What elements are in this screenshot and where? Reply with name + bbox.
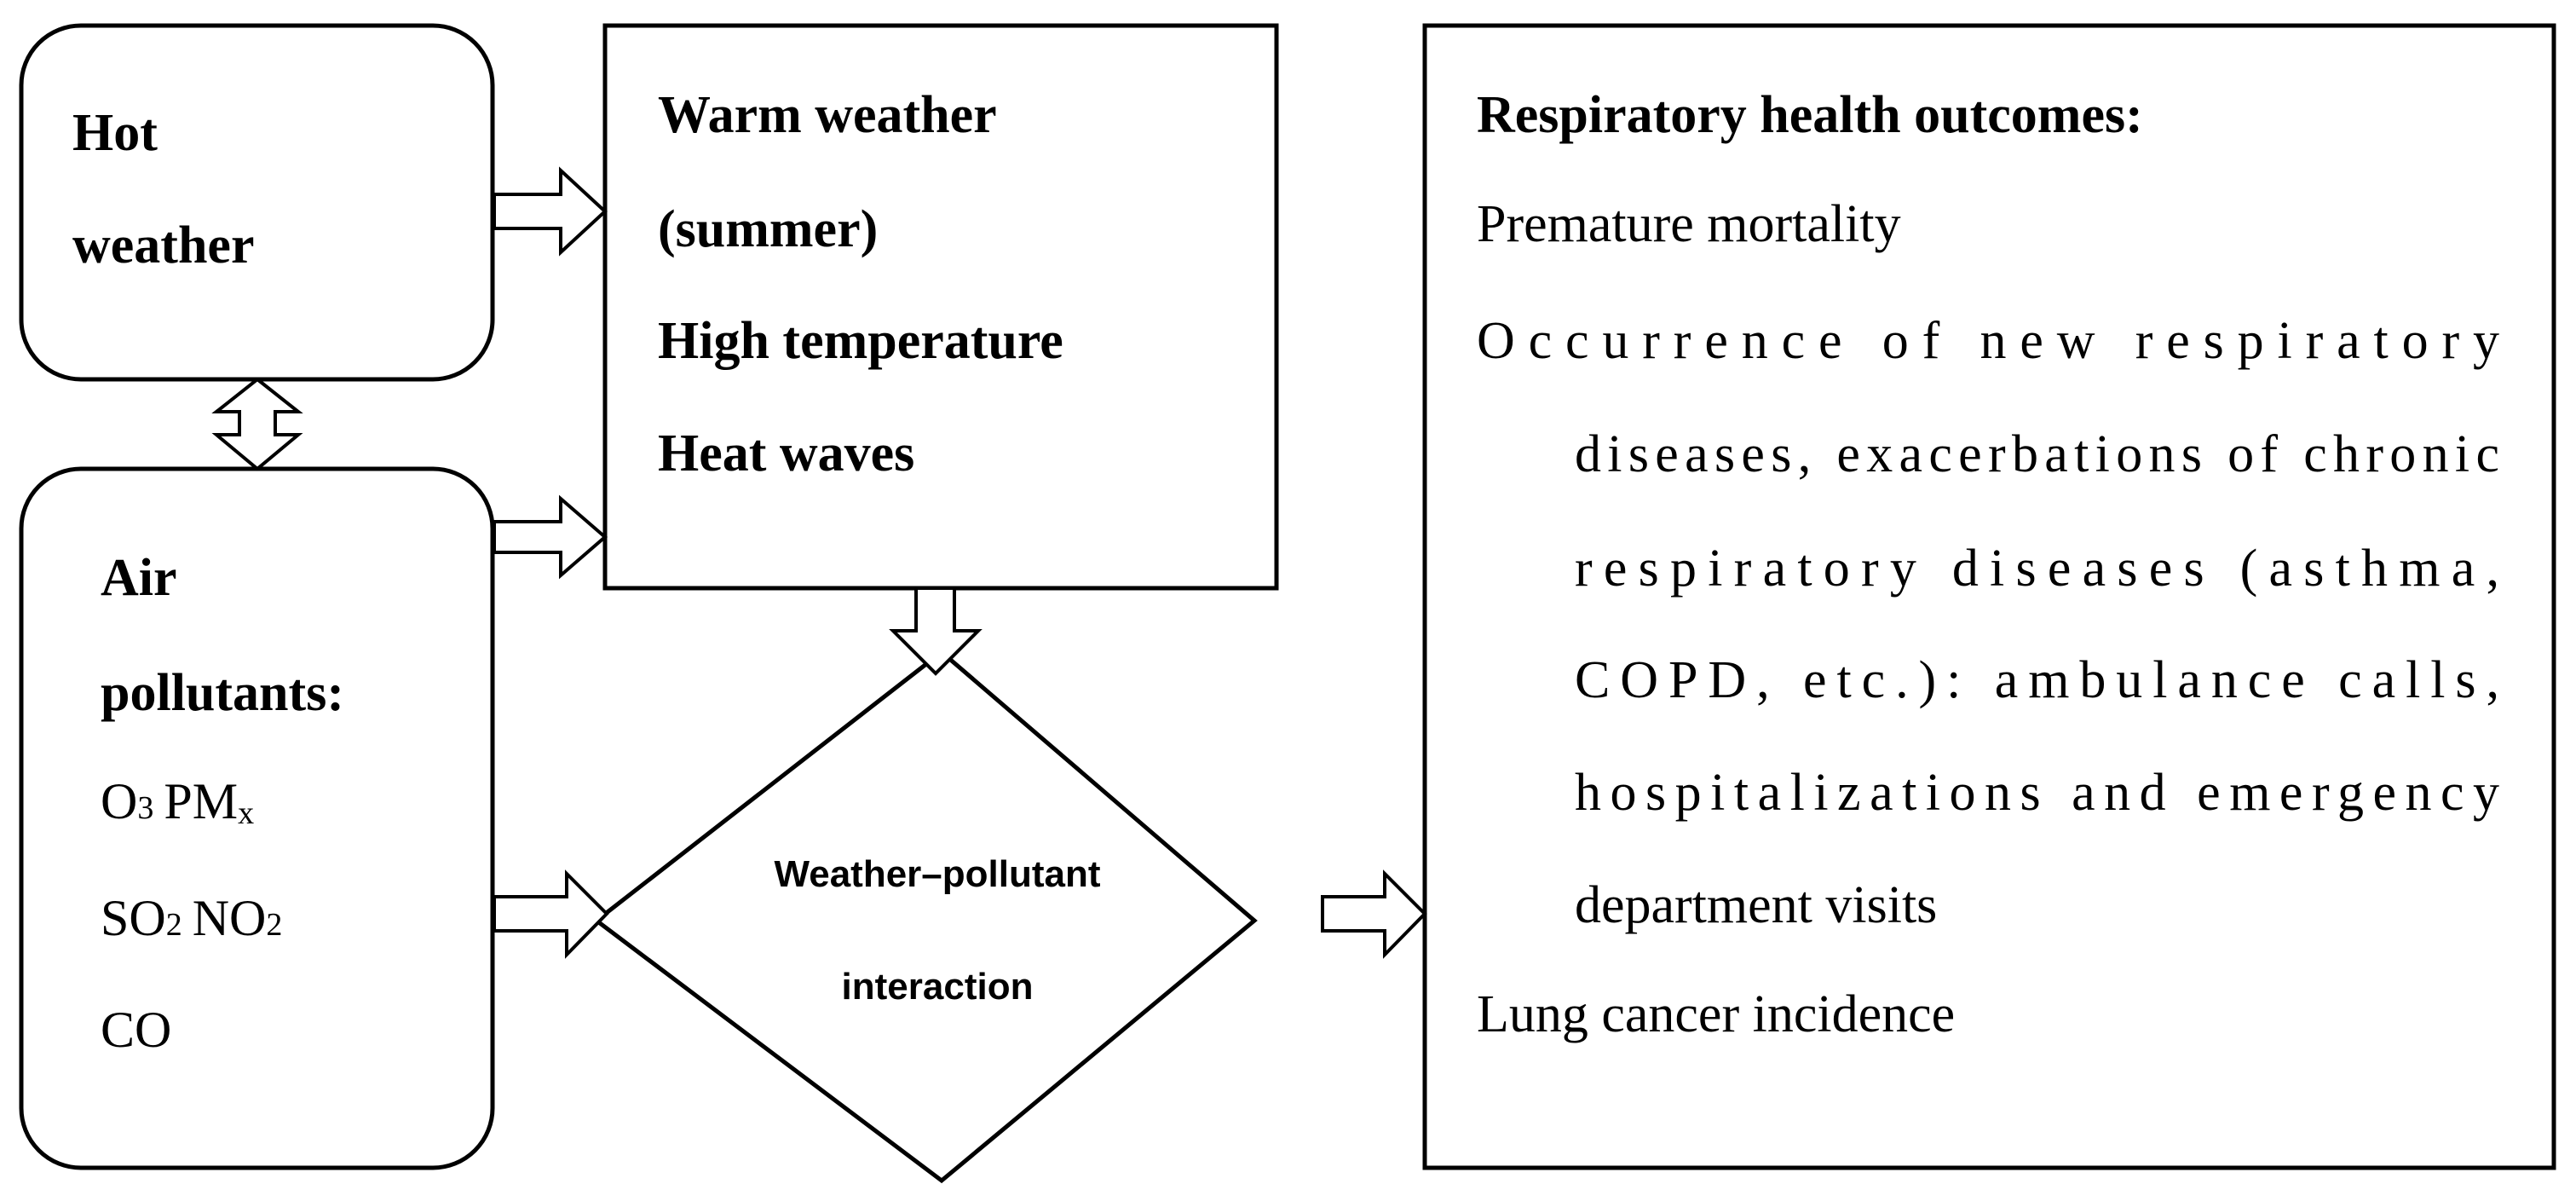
arrow-pollutants-to-interaction <box>493 869 609 959</box>
outcome-item-diseases-line: diseases, exacerbations of chronic <box>1575 425 2499 483</box>
interaction-label-line2: interaction <box>842 966 1034 1008</box>
hot-weather-box: Hot weather <box>19 23 495 382</box>
arrow-pollutants-to-warm <box>493 494 608 580</box>
arrow-bidirectional-hot-pollutants <box>211 377 303 471</box>
arrow-interaction-to-outcomes <box>1321 869 1427 959</box>
arrow-warm-to-interaction <box>889 586 983 676</box>
air-pollutants-title-line2: pollutants: <box>101 664 344 722</box>
outcome-item-lung-cancer: Lung cancer incidence <box>1477 985 1955 1043</box>
warm-weather-line: High temperature <box>658 312 1063 370</box>
interaction-diamond: Weather–pollutant interaction <box>592 649 1258 1184</box>
outcome-item-diseases-line: hospitalizations and emergency <box>1575 764 2499 822</box>
outcomes-box: Respiratory health outcomes: Premature m… <box>1422 23 2556 1170</box>
air-pollutants-title-line1: Air <box>101 549 177 607</box>
arrow-hot-to-warm <box>493 166 608 257</box>
hot-weather-label-line2: weather <box>72 217 254 274</box>
pollutant-row-co: CO <box>101 1002 171 1058</box>
outcome-item-mortality: Premature mortality <box>1477 195 1901 253</box>
warm-weather-line: Heat waves <box>658 425 914 482</box>
interaction-label-line1: Weather–pollutant <box>774 853 1100 895</box>
warm-weather-box: Warm weather (summer) High temperature H… <box>602 23 1279 591</box>
warm-weather-line: (summer) <box>658 200 878 258</box>
outcome-item-diseases-line: department visits <box>1575 876 1937 934</box>
warm-weather-line: Warm weather <box>658 86 997 144</box>
outcomes-title: Respiratory health outcomes: <box>1477 86 2143 144</box>
outcome-item-diseases-line: COPD, etc.): ambulance calls, <box>1575 651 2499 709</box>
hot-weather-label-line1: Hot <box>72 104 158 162</box>
